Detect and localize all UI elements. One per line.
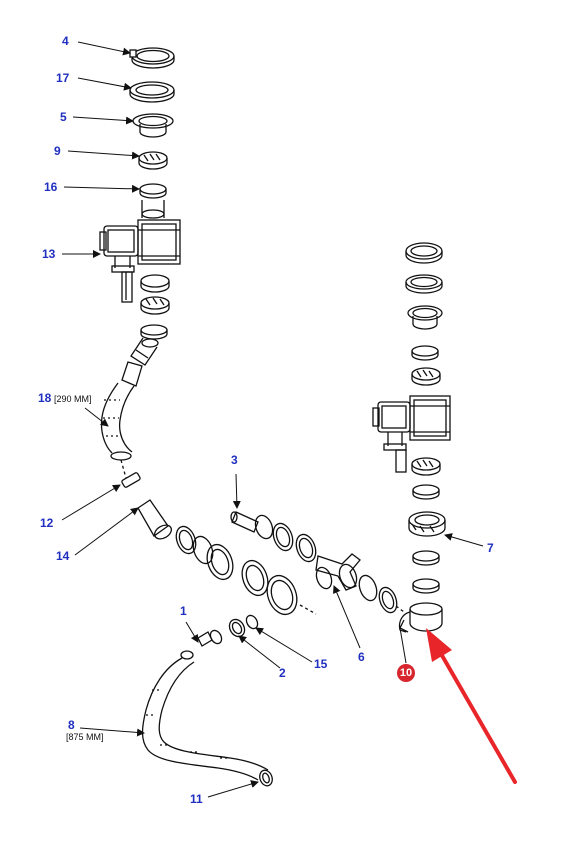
callout-18-length: [290 MM] bbox=[54, 394, 92, 404]
callout-8-length: [875 MM] bbox=[66, 732, 104, 742]
callout-5: 5 bbox=[60, 110, 67, 124]
callout-6: 6 bbox=[358, 650, 365, 664]
red-pointer-arrow bbox=[426, 628, 517, 784]
highlighted-callout-10-badge: 10 bbox=[397, 664, 415, 682]
callout-4: 4 bbox=[62, 34, 69, 48]
callout-12: 12 bbox=[40, 516, 54, 530]
callout-18: 18 bbox=[38, 391, 52, 405]
callout-17: 17 bbox=[56, 71, 70, 85]
callout-14: 14 bbox=[56, 549, 70, 563]
leader-lines bbox=[61, 41, 484, 798]
callout-11: 11 bbox=[190, 792, 203, 806]
lower-hose bbox=[141, 614, 273, 787]
horizontal-train bbox=[137, 499, 405, 616]
callout-8: 8 bbox=[68, 718, 75, 732]
right-stack bbox=[372, 242, 451, 633]
callout-13: 13 bbox=[42, 247, 56, 261]
callout-3: 3 bbox=[231, 453, 238, 467]
callout-2: 2 bbox=[279, 666, 286, 680]
callout-7: 7 bbox=[487, 541, 494, 555]
callout-9: 9 bbox=[54, 144, 61, 158]
left-stack bbox=[99, 47, 181, 488]
callout-15: 15 bbox=[314, 657, 328, 671]
callout-1: 1 bbox=[180, 604, 187, 618]
callout-16: 16 bbox=[44, 180, 58, 194]
